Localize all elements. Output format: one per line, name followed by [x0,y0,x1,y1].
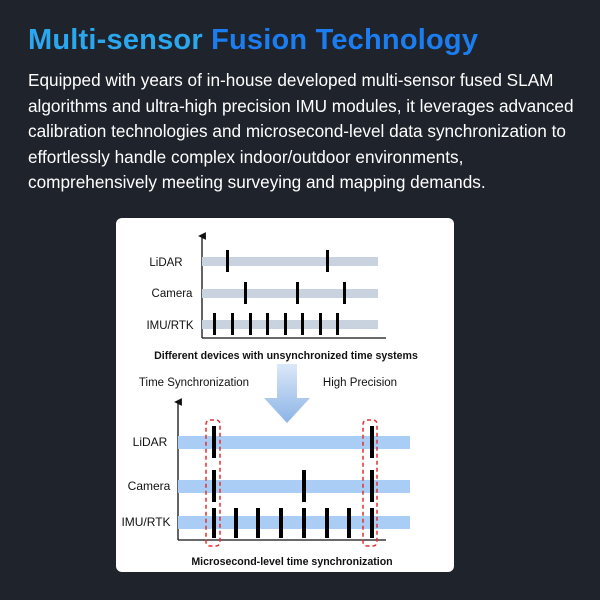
tick [347,508,351,538]
transition: Time Synchronization High Precision [139,364,397,423]
tick [212,470,216,502]
tick [326,250,329,272]
top-camera-ticks [244,282,346,304]
tick [249,313,252,335]
title-part-2: Fusion Technology [211,24,479,56]
top-caption: Different devices with unsynchronized ti… [154,350,418,362]
tick [279,508,283,538]
top-imu-label: IMU/RTK [146,320,193,332]
synced-panel: LiDAR Camera IMU/RTK [121,398,410,568]
description-text: Equipped with years of in-house develope… [28,70,574,192]
sync-diagram: LiDAR Camera IMU/RTK [121,232,418,568]
bottom-caption: Microsecond-level time synchronization [191,556,392,568]
bottom-imu-ticks [212,508,374,538]
bottom-lidar-ticks [212,426,374,458]
tick [234,508,238,538]
tick [244,282,247,304]
top-imu-track [202,320,378,329]
sync-box-right [362,419,378,547]
bottom-lidar-label: LiDAR [133,435,168,449]
top-camera-label: Camera [152,288,194,300]
time-sync-label: Time Synchronization [139,377,249,389]
tick [325,508,329,538]
tick [336,313,339,335]
unsynced-panel: LiDAR Camera IMU/RTK [146,232,418,362]
top-lidar-label: LiDAR [149,257,182,269]
bottom-imu-label: IMU/RTK [121,515,170,529]
bottom-camera-label: Camera [128,479,171,493]
tick [370,508,374,538]
tick [231,313,234,335]
bottom-camera-ticks [212,470,374,502]
tick [212,426,216,458]
tick [226,250,229,272]
page-title: Multi-sensor Fusion Technology [28,24,478,57]
bottom-lidar-track [178,436,410,449]
top-lidar-track [202,257,378,266]
tick [370,426,374,458]
tick [266,313,269,335]
tick [296,282,299,304]
tick [284,313,287,335]
tick [343,282,346,304]
tick [302,470,306,502]
high-precision-label: High Precision [323,377,397,389]
top-imu-ticks [213,313,339,335]
tick [301,313,304,335]
top-camera-track [202,289,378,298]
tick [319,313,322,335]
sync-box-left [205,419,221,547]
top-lidar-ticks [226,250,329,272]
tick [370,470,374,502]
tick [213,313,216,335]
title-part-1: Multi-sensor [28,24,203,56]
tick [302,508,306,538]
sync-diagram-card: LiDAR Camera IMU/RTK [116,218,454,572]
bottom-camera-track [178,480,410,493]
tick [212,508,216,538]
down-arrow-icon [264,364,310,423]
tick [256,508,260,538]
